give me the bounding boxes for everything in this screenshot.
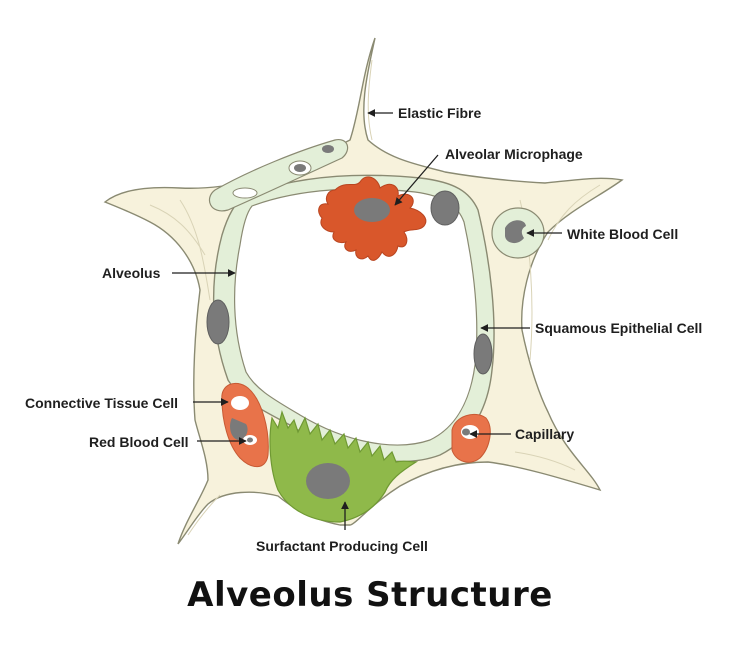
label-capillary: Capillary xyxy=(515,426,575,442)
white-blood-cell xyxy=(491,207,545,259)
epithelial-nucleus xyxy=(473,333,493,375)
diagram-title: Alveolus Structure xyxy=(187,575,553,615)
capillary-right xyxy=(451,414,491,463)
label-arrows xyxy=(172,109,562,530)
arrow-alveolar-microphage xyxy=(394,154,439,206)
label-elastic-fibre: Elastic Fibre xyxy=(398,105,482,121)
label-alveolar-microphage: Alveolar Microphage xyxy=(445,146,583,162)
epithelial-nucleus xyxy=(206,299,230,345)
top-capillary-cell xyxy=(208,138,349,212)
fibre-lines xyxy=(149,59,601,536)
label-white-blood-cell: White Blood Cell xyxy=(567,226,679,242)
capillary-left xyxy=(221,382,269,468)
label-connective-tissue-cell: Connective Tissue Cell xyxy=(25,395,179,411)
label-alveolus: Alveolus xyxy=(102,265,161,281)
epithelial-nucleus xyxy=(430,190,460,226)
label-red-blood-cell: Red Blood Cell xyxy=(89,434,189,450)
alveolar-space xyxy=(234,188,478,446)
label-surfactant-producing-cell: Surfactant Producing Cell xyxy=(256,538,428,554)
label-squamous-epithelial-cell: Squamous Epithelial Cell xyxy=(535,320,703,336)
surfactant-producing-cell xyxy=(269,409,419,523)
